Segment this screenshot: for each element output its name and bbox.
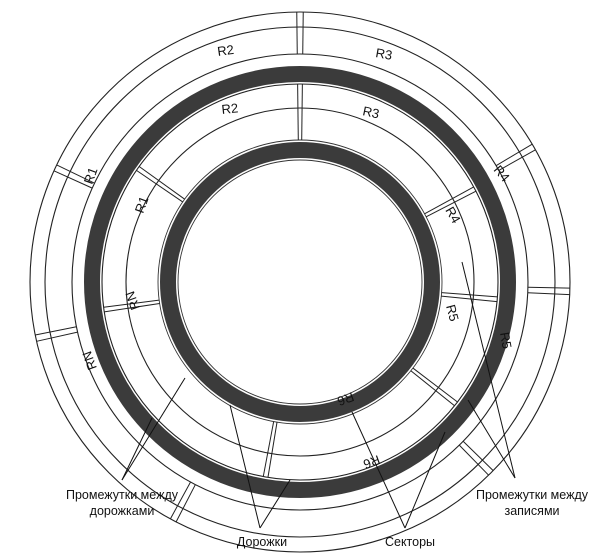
sectors-leader	[404, 431, 446, 529]
record-gap-divider	[169, 481, 191, 520]
outer-record-label: R1	[81, 165, 101, 186]
sectors-leader	[351, 411, 406, 529]
record-gap-leader	[467, 399, 516, 479]
record-gap-divider	[53, 170, 93, 189]
sectors-caption: Секторы	[385, 535, 435, 549]
record-gap-divider	[36, 331, 78, 342]
outer-record-dividers	[35, 12, 570, 523]
captions: Промежутки между дорожками Дорожки Секто…	[66, 488, 589, 549]
record-gap-divider	[410, 370, 455, 407]
tracks-leader	[259, 479, 291, 529]
outer-record-label: R3	[374, 45, 393, 63]
inner-track-outer-line	[101, 83, 499, 481]
outer-record-label: R2	[216, 42, 235, 59]
inner-record-label: R3	[361, 103, 380, 121]
record-gap-divider	[138, 166, 185, 200]
record-gap-divider	[267, 422, 278, 478]
record-gap-divider	[412, 367, 458, 403]
outer-track-inner-line	[71, 53, 529, 511]
track-gap-band	[84, 66, 516, 498]
record-gap-divider	[302, 12, 304, 55]
outer-record-label: R5	[497, 331, 515, 350]
inner-record-label: R4	[442, 204, 463, 226]
disk-rings	[29, 11, 571, 553]
record-gap-divider	[262, 421, 275, 477]
leader-lines	[121, 261, 516, 529]
inner-edge-ring	[177, 159, 423, 405]
record-gap-divider	[424, 186, 474, 215]
inner-record-dividers	[103, 84, 498, 478]
record-gap-divider	[296, 12, 298, 55]
record-gap-divider	[441, 292, 498, 298]
record-gap-divider	[462, 440, 494, 471]
record-gap-divider	[527, 286, 570, 289]
record-gap-divider	[136, 169, 183, 203]
track-gaps-caption-line-1: Промежутки между	[66, 488, 179, 502]
outer-edge-ring	[29, 11, 571, 553]
record-gap-divider	[301, 84, 303, 141]
tracks-leader	[229, 404, 261, 529]
record-gaps-caption-line-1: Промежутки между	[476, 488, 589, 502]
track-gaps-caption-line-2: дорожками	[90, 504, 155, 518]
track-gap-leader	[121, 377, 186, 481]
inner-record-label: R2	[221, 100, 239, 117]
record-gaps-caption-line-2: записями	[504, 504, 559, 518]
record-gap-divider	[35, 326, 77, 336]
record-gap-divider	[495, 143, 533, 167]
record-gap-divider	[527, 292, 570, 296]
inner-dark-band	[160, 142, 440, 422]
inner-track-inner-line	[125, 107, 475, 457]
track-gap-leader	[121, 417, 153, 481]
inner-record-label: R6	[335, 389, 356, 409]
inner-record-label: RN	[122, 289, 143, 312]
record-gap-divider	[175, 484, 196, 523]
record-gap-divider	[498, 149, 536, 171]
record-gap-divider	[103, 299, 160, 308]
outer-record-label: RN	[79, 349, 100, 372]
record-gap-divider	[441, 295, 498, 303]
record-gap-divider	[297, 84, 299, 141]
inner-record-label: R1	[132, 194, 152, 215]
inner-ring-outer-edge	[157, 139, 443, 425]
record-gap-leader	[461, 261, 516, 479]
outer-track-outer-line	[44, 26, 556, 538]
record-gap-divider	[458, 444, 489, 476]
record-gap-divider	[56, 164, 95, 184]
inner-record-label: R5	[443, 303, 462, 323]
record-gap-divider	[104, 302, 160, 313]
record-gap-divider	[425, 190, 477, 218]
tracks-caption: Дорожки	[237, 535, 287, 549]
outer-record-label: R4	[491, 162, 513, 184]
inner-record-labels: R2 R3 R4 R5 R6 RN R1	[122, 100, 463, 409]
